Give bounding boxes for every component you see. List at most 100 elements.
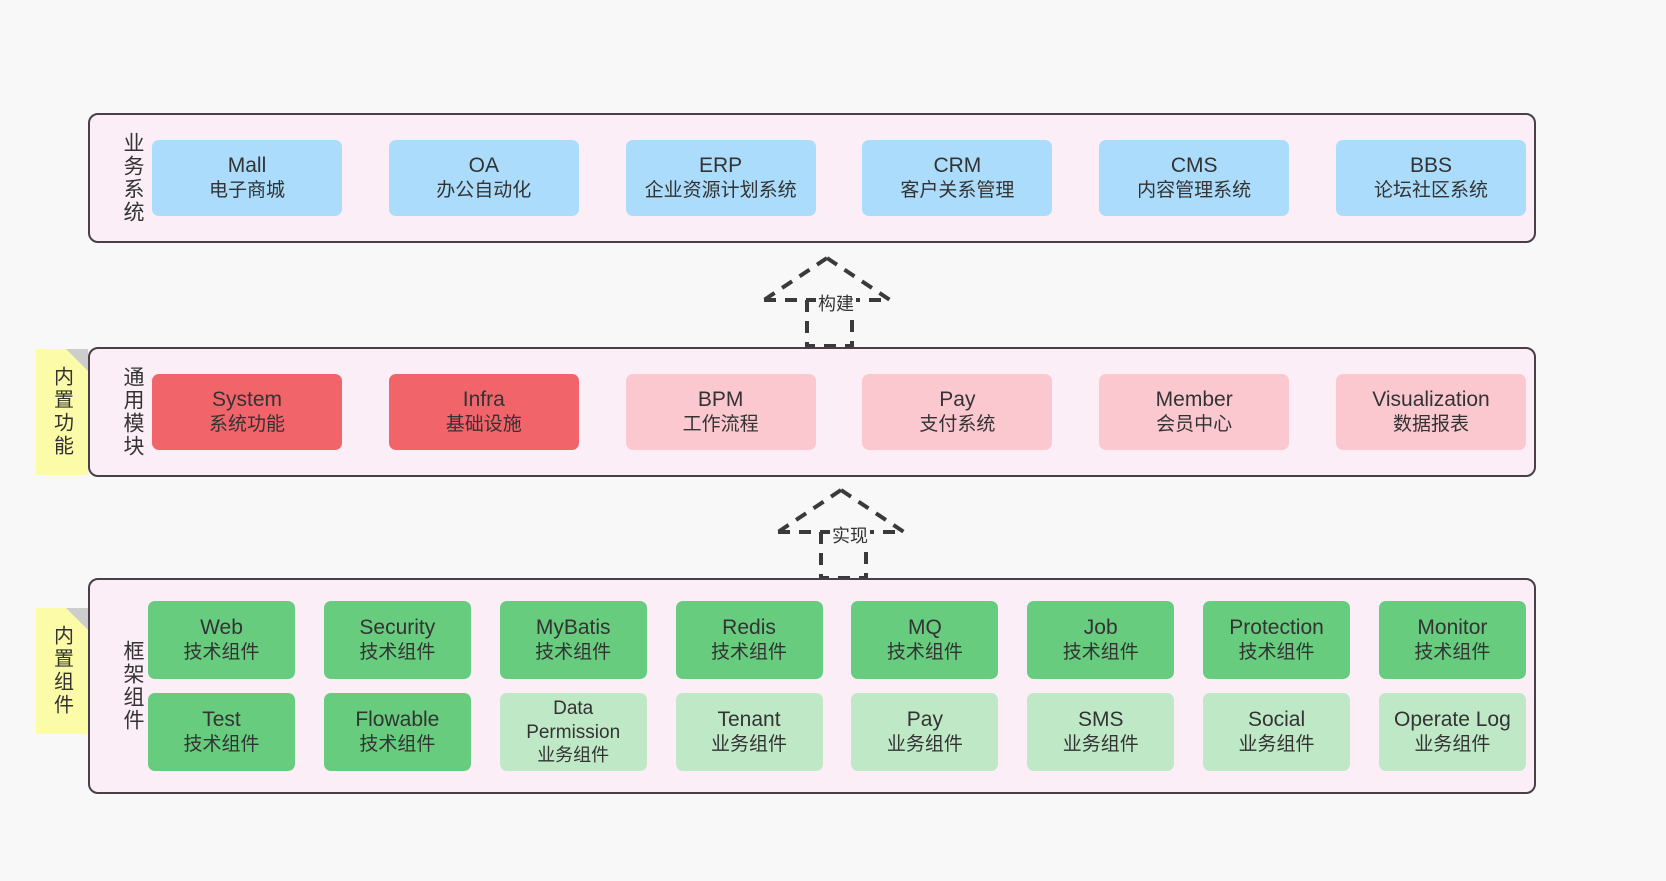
card-subtitle: 业务组件 [1414, 734, 1491, 756]
card-title: Protection [1229, 616, 1324, 640]
card-crm[interactable]: CRM 客户关系管理 [862, 140, 1053, 216]
card-web[interactable]: Web 技术组件 [148, 601, 295, 679]
card-title: BPM [697, 388, 744, 412]
card-subtitle: 技术组件 [711, 642, 788, 664]
card-test[interactable]: Test 技术组件 [148, 693, 295, 771]
card-title: Redis [722, 616, 776, 640]
sticky-note-label: 内置组件 [50, 625, 73, 717]
card-oa[interactable]: OA 办公自动化 [388, 140, 579, 216]
card-title: CRM [933, 154, 982, 178]
card-title: Job [1083, 616, 1118, 640]
card-subtitle: 技术组件 [359, 734, 436, 756]
card-title: Operate Log [1394, 708, 1511, 732]
arrow-implement: 实现 [766, 484, 926, 582]
card-mq[interactable]: MQ 技术组件 [851, 601, 999, 679]
card-title: Monitor [1417, 616, 1488, 640]
card-title: ERP [699, 154, 743, 178]
card-subtitle: 业务组件 [1238, 734, 1315, 756]
card-job[interactable]: Job 技术组件 [1027, 601, 1175, 679]
card-data-permission[interactable]: Data Permission 业务组件 [499, 693, 647, 771]
framework-row-business: Test 技术组件 Flowable 技术组件 Data Permission … [148, 693, 1526, 771]
card-subtitle: 办公自动化 [436, 180, 532, 202]
card-subtitle: 会员中心 [1156, 414, 1233, 436]
arrow-build: 构建 [752, 252, 912, 350]
card-title: MQ [907, 616, 942, 640]
card-subtitle: 业务组件 [537, 745, 610, 766]
common-module-card-list: System 系统功能 Infra 基础设施 BPM 工作流程 Pay 支付系统… [144, 349, 1534, 475]
card-mall[interactable]: Mall 电子商城 [152, 140, 342, 216]
card-subtitle: 电子商城 [208, 180, 285, 202]
card-subtitle: 客户关系管理 [900, 180, 1015, 202]
card-title: Pay [906, 708, 943, 732]
card-subtitle: 技术组件 [183, 734, 260, 756]
card-title: SMS [1077, 708, 1124, 732]
card-title: Member [1155, 388, 1233, 412]
card-subtitle: 内容管理系统 [1137, 180, 1252, 202]
card-bbs[interactable]: BBS 论坛社区系统 [1335, 140, 1526, 216]
card-title: Web [200, 616, 243, 640]
card-visualization[interactable]: Visualization 数据报表 [1335, 374, 1526, 450]
card-mybatis[interactable]: MyBatis 技术组件 [499, 601, 647, 679]
card-subtitle: 论坛社区系统 [1373, 180, 1488, 202]
card-tenant[interactable]: Tenant 业务组件 [675, 693, 823, 771]
card-subtitle: 企业资源计划系统 [644, 180, 797, 202]
card-subtitle: 基础设施 [445, 414, 522, 436]
card-subtitle: 技术组件 [535, 642, 612, 664]
card-subtitle: 技术组件 [1414, 642, 1491, 664]
layer-common-module: 通用模块 System 系统功能 Infra 基础设施 BPM 工作流程 Pay… [88, 347, 1536, 477]
card-infra[interactable]: Infra 基础设施 [388, 374, 579, 450]
business-system-card-list: Mall 电子商城 OA 办公自动化 ERP 企业资源计划系统 CRM 客户关系… [144, 115, 1534, 241]
card-protection[interactable]: Protection 技术组件 [1203, 601, 1351, 679]
card-member[interactable]: Member 会员中心 [1099, 374, 1290, 450]
layer-title-common-module: 通用模块 [121, 366, 144, 458]
card-subtitle: 技术组件 [1062, 642, 1139, 664]
card-subtitle: 技术组件 [183, 642, 260, 664]
card-flowable[interactable]: Flowable 技术组件 [323, 693, 471, 771]
card-subtitle: 业务组件 [886, 734, 963, 756]
sticky-note-label: 内置功能 [50, 366, 73, 458]
card-bpm[interactable]: BPM 工作流程 [625, 374, 816, 450]
card-pay-business[interactable]: Pay 业务组件 [851, 693, 999, 771]
card-operate-log[interactable]: Operate Log 业务组件 [1378, 693, 1526, 771]
layer-title-framework-component: 框架组件 [121, 640, 144, 732]
card-monitor[interactable]: Monitor 技术组件 [1378, 601, 1526, 679]
card-title: Pay [939, 388, 976, 412]
card-title: Social [1247, 708, 1306, 732]
card-subtitle: 技术组件 [359, 642, 436, 664]
card-cms[interactable]: CMS 内容管理系统 [1099, 140, 1290, 216]
folded-corner-icon [66, 349, 88, 371]
card-social[interactable]: Social 业务组件 [1203, 693, 1351, 771]
card-subtitle: 业务组件 [1062, 734, 1139, 756]
card-sms[interactable]: SMS 业务组件 [1027, 693, 1175, 771]
card-title: MyBatis [535, 616, 611, 640]
arrow-label-implement: 实现 [830, 522, 870, 548]
sticky-note-builtin-component: 内置组件 [36, 608, 88, 734]
layer-business-system: 业务系统 Mall 电子商城 OA 办公自动化 ERP 企业资源计划系统 CRM… [88, 113, 1536, 243]
card-title: System [211, 388, 282, 412]
card-erp[interactable]: ERP 企业资源计划系统 [625, 140, 816, 216]
card-system[interactable]: System 系统功能 [152, 374, 342, 450]
card-subtitle: 技术组件 [1238, 642, 1315, 664]
card-subtitle: 数据报表 [1392, 414, 1469, 436]
card-title: BBS [1409, 154, 1452, 178]
card-title: Data Permission [526, 698, 621, 743]
folded-corner-icon [66, 608, 88, 630]
card-title: Flowable [355, 708, 440, 732]
card-title: Visualization [1372, 388, 1490, 412]
layer-title-business-system: 业务系统 [121, 132, 144, 224]
card-title: Tenant [717, 708, 781, 732]
card-subtitle: 工作流程 [682, 414, 759, 436]
card-title: Mall [227, 154, 267, 178]
card-title: Infra [462, 388, 505, 412]
card-title: Security [359, 616, 436, 640]
layer-framework-component: 框架组件 Web 技术组件 Security 技术组件 MyBatis 技术组件… [88, 578, 1536, 794]
card-subtitle: 系统功能 [208, 414, 285, 436]
card-pay[interactable]: Pay 支付系统 [862, 374, 1053, 450]
framework-component-grid: Web 技术组件 Security 技术组件 MyBatis 技术组件 Redi… [144, 580, 1534, 792]
framework-row-technical: Web 技术组件 Security 技术组件 MyBatis 技术组件 Redi… [148, 601, 1526, 679]
card-redis[interactable]: Redis 技术组件 [675, 601, 823, 679]
card-security[interactable]: Security 技术组件 [323, 601, 471, 679]
card-title: Test [202, 708, 241, 732]
card-title: OA [468, 154, 499, 178]
